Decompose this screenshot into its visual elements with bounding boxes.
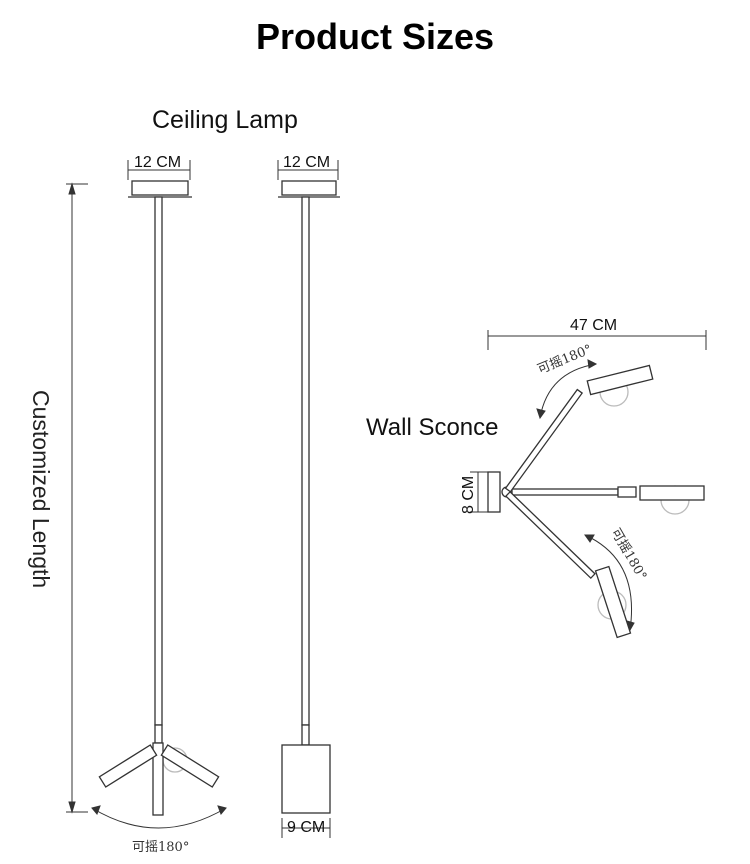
right-canopy-width: 12 CM <box>283 154 331 171</box>
length-dimension <box>66 182 88 814</box>
sconce-wall-base <box>487 471 501 513</box>
right-rod-joint <box>301 724 310 746</box>
wall-sconce-label: Wall Sconce <box>366 414 499 441</box>
right-canopy-dimension <box>277 160 339 180</box>
sconce-arm-lower <box>504 490 632 639</box>
sconce-rotation-arc-top <box>536 359 598 420</box>
left-rod <box>154 196 163 726</box>
shade-width-dimension <box>281 818 331 838</box>
ceiling-lamp-label: Ceiling Lamp <box>152 106 298 134</box>
left-canopy-dimension <box>127 160 191 180</box>
sconce-base-dimension <box>470 471 490 513</box>
right-shade <box>281 744 331 814</box>
ceiling-rotation-note: 可摇180° <box>132 840 190 855</box>
right-canopy <box>278 180 340 198</box>
shade-width: 9 CM <box>287 819 326 836</box>
customized-length-label: Customized Length <box>28 390 54 589</box>
sconce-base-height: 8 CM <box>460 475 477 514</box>
sconce-arm-horizontal <box>511 485 705 515</box>
page-title: Product Sizes <box>255 16 495 57</box>
left-rod-joint <box>154 724 163 744</box>
left-canopy-width: 12 CM <box>134 154 182 171</box>
sconce-span-dimension <box>487 330 707 350</box>
left-rotation-arc <box>91 805 227 829</box>
left-lamp-heads <box>98 742 220 816</box>
sconce-rotation-arc-bottom <box>584 534 635 632</box>
left-canopy <box>128 180 192 198</box>
sconce-span: 47 CM <box>570 317 618 334</box>
right-rod <box>301 196 310 726</box>
sconce-arm-upper <box>504 364 654 493</box>
